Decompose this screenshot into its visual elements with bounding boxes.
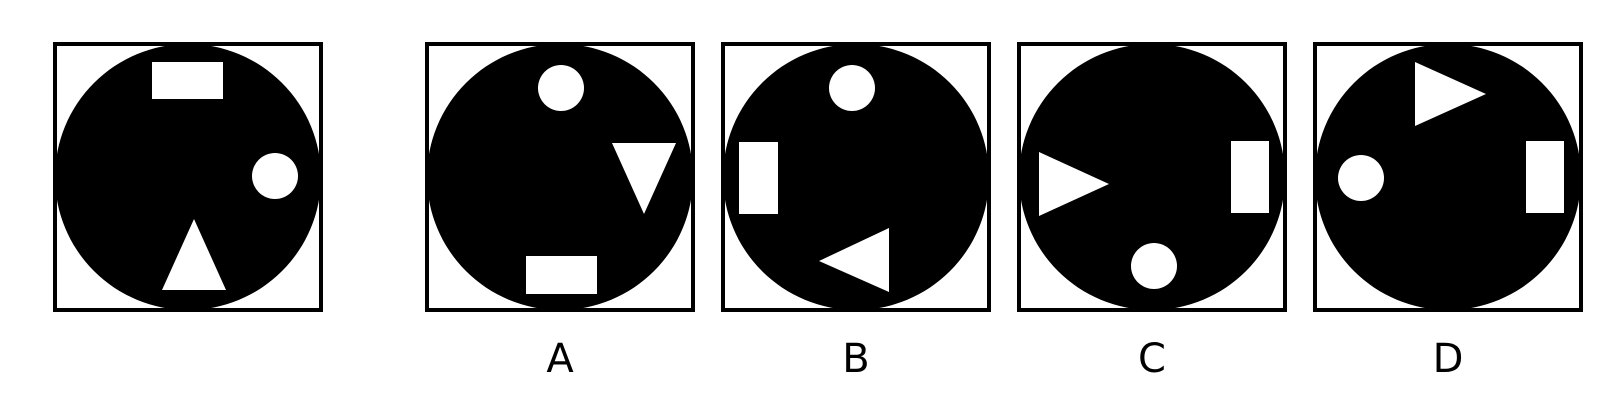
option-c[interactable]: C <box>1017 42 1287 382</box>
rectangle-shape <box>1231 141 1269 213</box>
rectangle-shape <box>1526 141 1564 213</box>
circle-shape <box>1131 243 1177 289</box>
option-label-a: A <box>546 336 574 382</box>
black-disc <box>1315 44 1581 310</box>
option-b[interactable]: B <box>721 42 991 382</box>
option-label-c: C <box>1138 336 1166 382</box>
triangle-shape <box>1039 152 1109 216</box>
triangle-shape <box>162 219 226 290</box>
circle-shape <box>829 65 875 111</box>
black-disc <box>1019 44 1285 310</box>
circle-shape <box>252 153 298 199</box>
black-disc <box>723 44 989 310</box>
question-panel <box>53 42 323 312</box>
option-d[interactable]: D <box>1313 42 1583 382</box>
option-label-b: B <box>842 336 869 382</box>
triangle-shape <box>612 143 676 214</box>
triangle-shape <box>819 228 889 292</box>
triangle-shape <box>1415 62 1486 126</box>
circle-shape <box>538 65 584 111</box>
rectangle-shape <box>152 62 223 99</box>
option-label-d: D <box>1433 336 1464 382</box>
rectangle-shape <box>739 142 778 214</box>
black-disc <box>427 44 693 310</box>
option-a[interactable]: A <box>425 42 695 382</box>
circle-shape <box>1338 155 1384 201</box>
black-disc <box>55 44 321 310</box>
rectangle-shape <box>526 256 597 294</box>
